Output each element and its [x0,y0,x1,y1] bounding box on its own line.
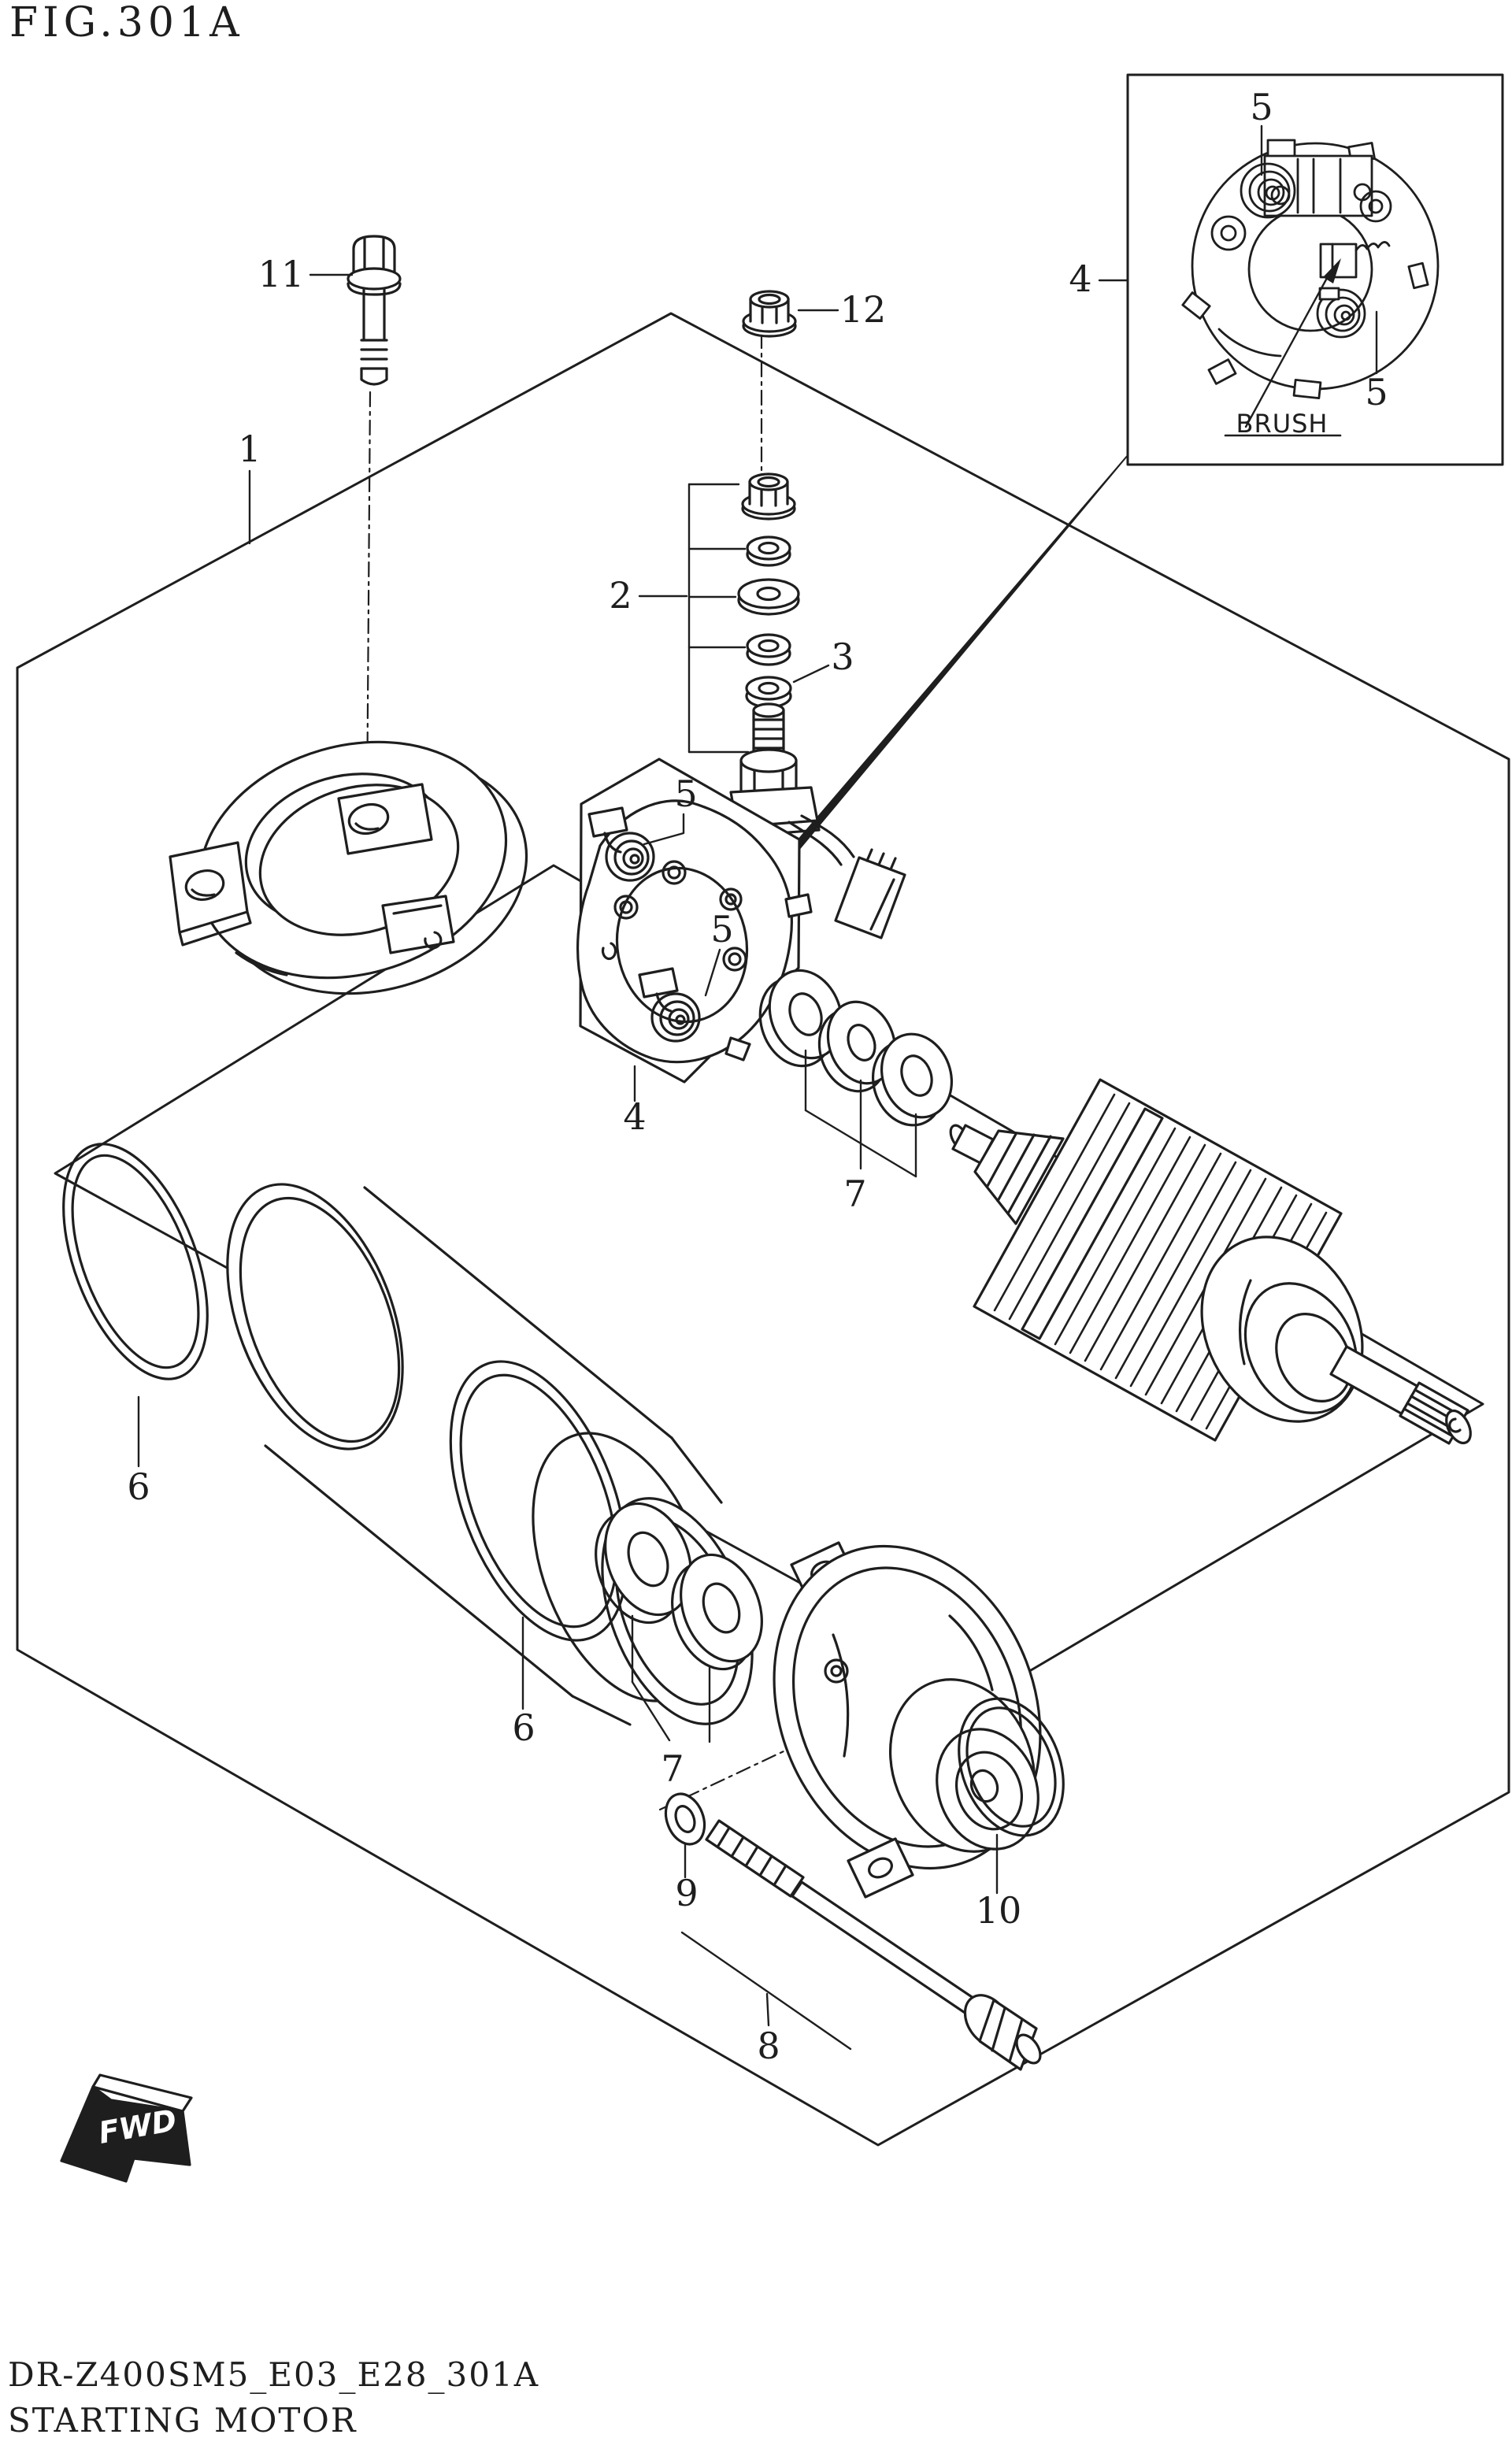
inset-label-5-top: 5 [1250,86,1273,128]
clamp-side-lug [169,841,252,947]
end-cover-bottom-ear [847,1837,914,1899]
brush-plate-detail-drawing [1181,124,1440,437]
terminal-stack-drawing [729,472,906,939]
brush-springs [605,832,701,1043]
part-label-3: 3 [831,635,854,678]
o-ring-6-front [62,1143,209,1380]
brush-pointer-arrow [1244,258,1341,428]
part-label-9: 9 [675,1872,698,1914]
part-label-10: 10 [976,1889,1022,1932]
armature-shaft [1329,1345,1472,1445]
part-label-12: 12 [840,288,887,331]
armature-drawing [949,1078,1472,1445]
part-label-2: 2 [609,574,632,617]
motor-clamp-drawing [169,740,528,995]
o-ring-6-rear [449,1360,628,1642]
inset-brush-block [1318,241,1429,301]
clamp-top-lug [337,783,433,855]
mounting-bolt-11-drawing [346,235,402,386]
lead-wire-connector-drawing [788,814,906,939]
part-label-8: 8 [757,2025,780,2067]
brush-callout-text: BRUSH [1236,409,1329,439]
projection-sheet-outline-main [16,312,1510,2147]
plate-screw-posts [613,860,747,972]
clamp-inner-block [381,895,455,954]
part-label-5-mid: 5 [710,908,733,950]
part-label-4-inset-ref: 4 [1069,258,1091,300]
part-label-1: 1 [238,428,261,470]
armature-collar [1200,1236,1364,1423]
motor-yoke-drawing [226,1183,754,1726]
end-cover-drawing [773,1541,1042,1899]
part-label-6-front: 6 [127,1465,150,1508]
part-label-6-rear: 6 [512,1706,535,1749]
leader-lines [137,273,1129,2051]
brush-holder-plate-drawing [576,758,813,1084]
terminal-nut-12-drawing [742,290,797,338]
brush-blocks [587,806,679,1013]
footer-drawing-code: DR-Z400SM5_E03_E28_301A [8,2355,539,2394]
inset-brush-springs [1240,162,1366,339]
o-ring-10 [958,1697,1065,1837]
thrust-washer-set-lower [595,1502,763,1671]
bracket-part-8 [680,1931,852,2051]
fwd-direction-arrow [60,2073,193,2183]
brush-detail-inset [1126,73,1504,466]
part-label-7-lower: 7 [661,1747,684,1790]
part-label-5-top: 5 [674,773,697,815]
part-label-7-upper: 7 [843,1173,866,1215]
figure-title: FIG.301A [9,0,244,46]
inset-label-5-bottom: 5 [1365,371,1388,413]
bracket-part-7-upper [804,1049,917,1178]
footer-drawing-title: STARTING MOTOR [8,2401,357,2438]
bracket-part-2 [638,483,750,754]
thrust-washer-set-upper [758,969,954,1127]
through-bolt-8-drawing [705,1819,1042,2071]
part-label-11: 11 [258,253,305,295]
inset-callout-wedge [688,439,1142,975]
part-label-4: 4 [623,1095,646,1138]
washer-9 [664,1792,706,1846]
bracket-part-7-lower [631,1614,711,1743]
